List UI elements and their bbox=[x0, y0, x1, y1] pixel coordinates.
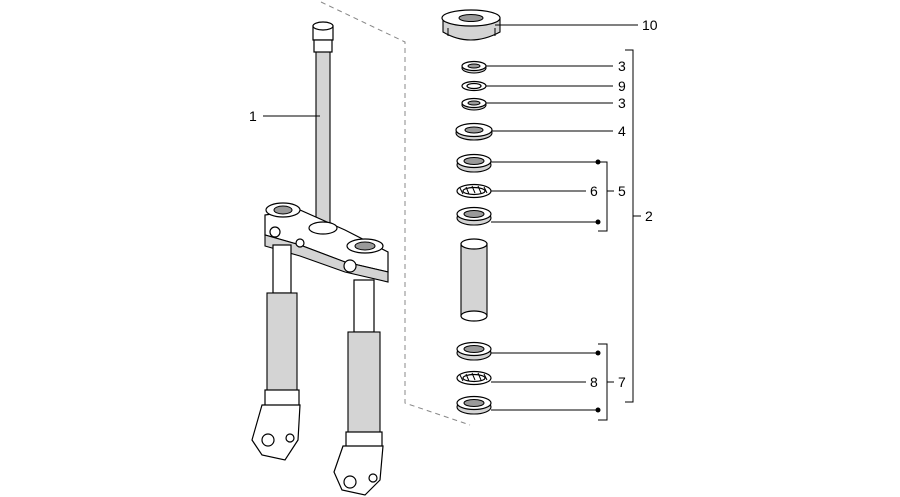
steering-tube bbox=[312, 21, 334, 229]
part-3-lower-ring bbox=[461, 97, 487, 111]
right-fork-leg bbox=[333, 279, 384, 496]
part-9-lock-washer bbox=[461, 80, 487, 92]
callout-3-lower: 3 bbox=[618, 95, 626, 111]
callout-7: 7 bbox=[618, 374, 626, 390]
callout-3-upper: 3 bbox=[618, 58, 626, 74]
callout-5: 5 bbox=[618, 183, 626, 199]
fork-assembly bbox=[251, 21, 389, 496]
callout-8: 8 bbox=[590, 374, 598, 390]
callout-labels: 1 10 3 9 3 4 6 5 2 8 7 bbox=[249, 17, 658, 390]
left-fork-leg bbox=[251, 244, 301, 461]
assembly-axis-dashed bbox=[320, 1, 471, 426]
fork-crown bbox=[264, 202, 389, 283]
callout-2: 2 bbox=[645, 208, 653, 224]
part-5-upper-bearing-set bbox=[456, 153, 492, 226]
part-10-top-cup bbox=[441, 9, 501, 41]
callout-6: 6 bbox=[590, 183, 598, 199]
part-7-lower-bearing-set bbox=[456, 341, 492, 415]
leader-lines bbox=[263, 24, 641, 421]
callout-1: 1 bbox=[249, 108, 257, 124]
callout-9: 9 bbox=[618, 78, 626, 94]
part-3-upper-ring bbox=[461, 60, 487, 74]
head-tube-sleeve bbox=[460, 238, 488, 322]
callout-4: 4 bbox=[618, 123, 626, 139]
part-4-dust-cover bbox=[455, 122, 493, 141]
callout-10: 10 bbox=[642, 17, 658, 33]
